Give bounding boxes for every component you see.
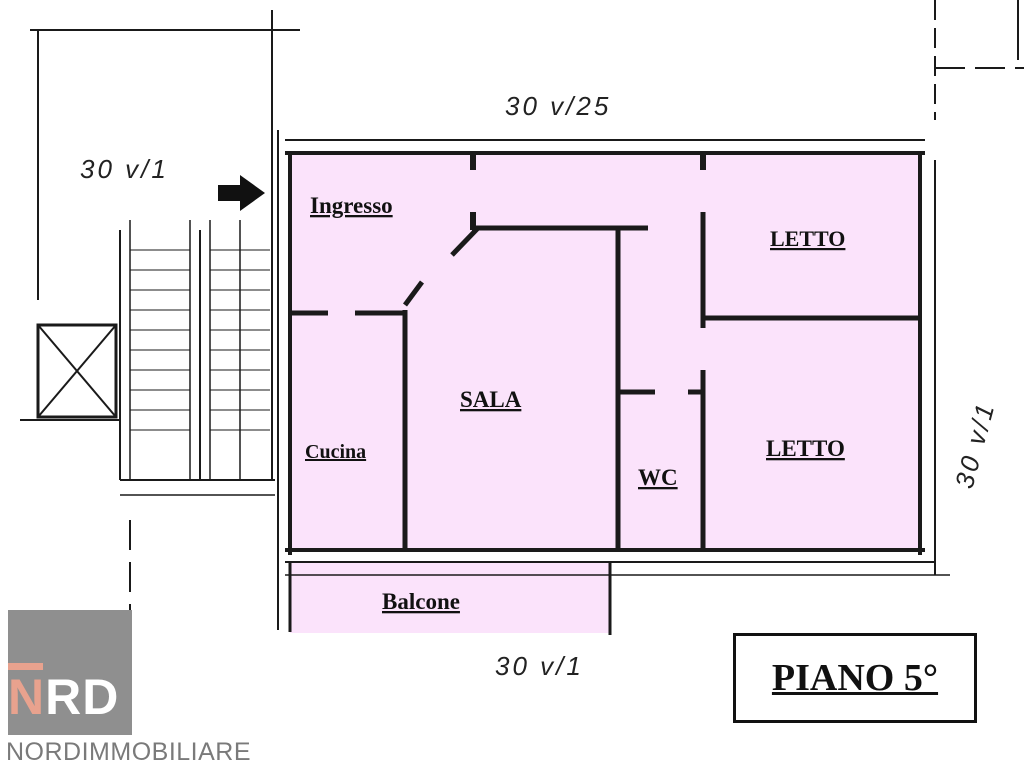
- room-label-letto-bottom: LETTO: [766, 436, 845, 461]
- room-label-balcone: Balcone: [382, 589, 460, 614]
- dimension-right: 30 v/1: [949, 398, 1001, 492]
- elevator-shaft: [36, 323, 118, 419]
- room-label-cucina: Cucina: [305, 441, 366, 463]
- entrance-arrow-icon: [218, 175, 265, 211]
- floor-label: PIANO 5°: [733, 633, 977, 723]
- logo-mark-n: N: [8, 669, 46, 725]
- staircase: [20, 10, 300, 620]
- logo-mark: NRD: [8, 672, 119, 722]
- floor-label-text: PIANO 5°: [771, 657, 939, 699]
- walls: [277, 130, 950, 635]
- room-label-wc: WC: [638, 465, 678, 490]
- dimension-top: 30 v/25: [505, 91, 611, 121]
- apartment-fill: [290, 153, 920, 550]
- room-label-sala: SALA: [460, 387, 522, 412]
- logo-name: NORDIMMOBILIARE: [6, 738, 252, 766]
- room-label-ingresso: Ingresso: [310, 193, 393, 218]
- dimension-bottom: 30 v/1: [495, 651, 584, 681]
- logo-mark-rd: RD: [45, 669, 120, 725]
- dimension-left: 30 v/1: [80, 154, 169, 184]
- room-label-letto-top: LETTO: [770, 226, 845, 251]
- neighbour-lines: [934, 0, 1024, 120]
